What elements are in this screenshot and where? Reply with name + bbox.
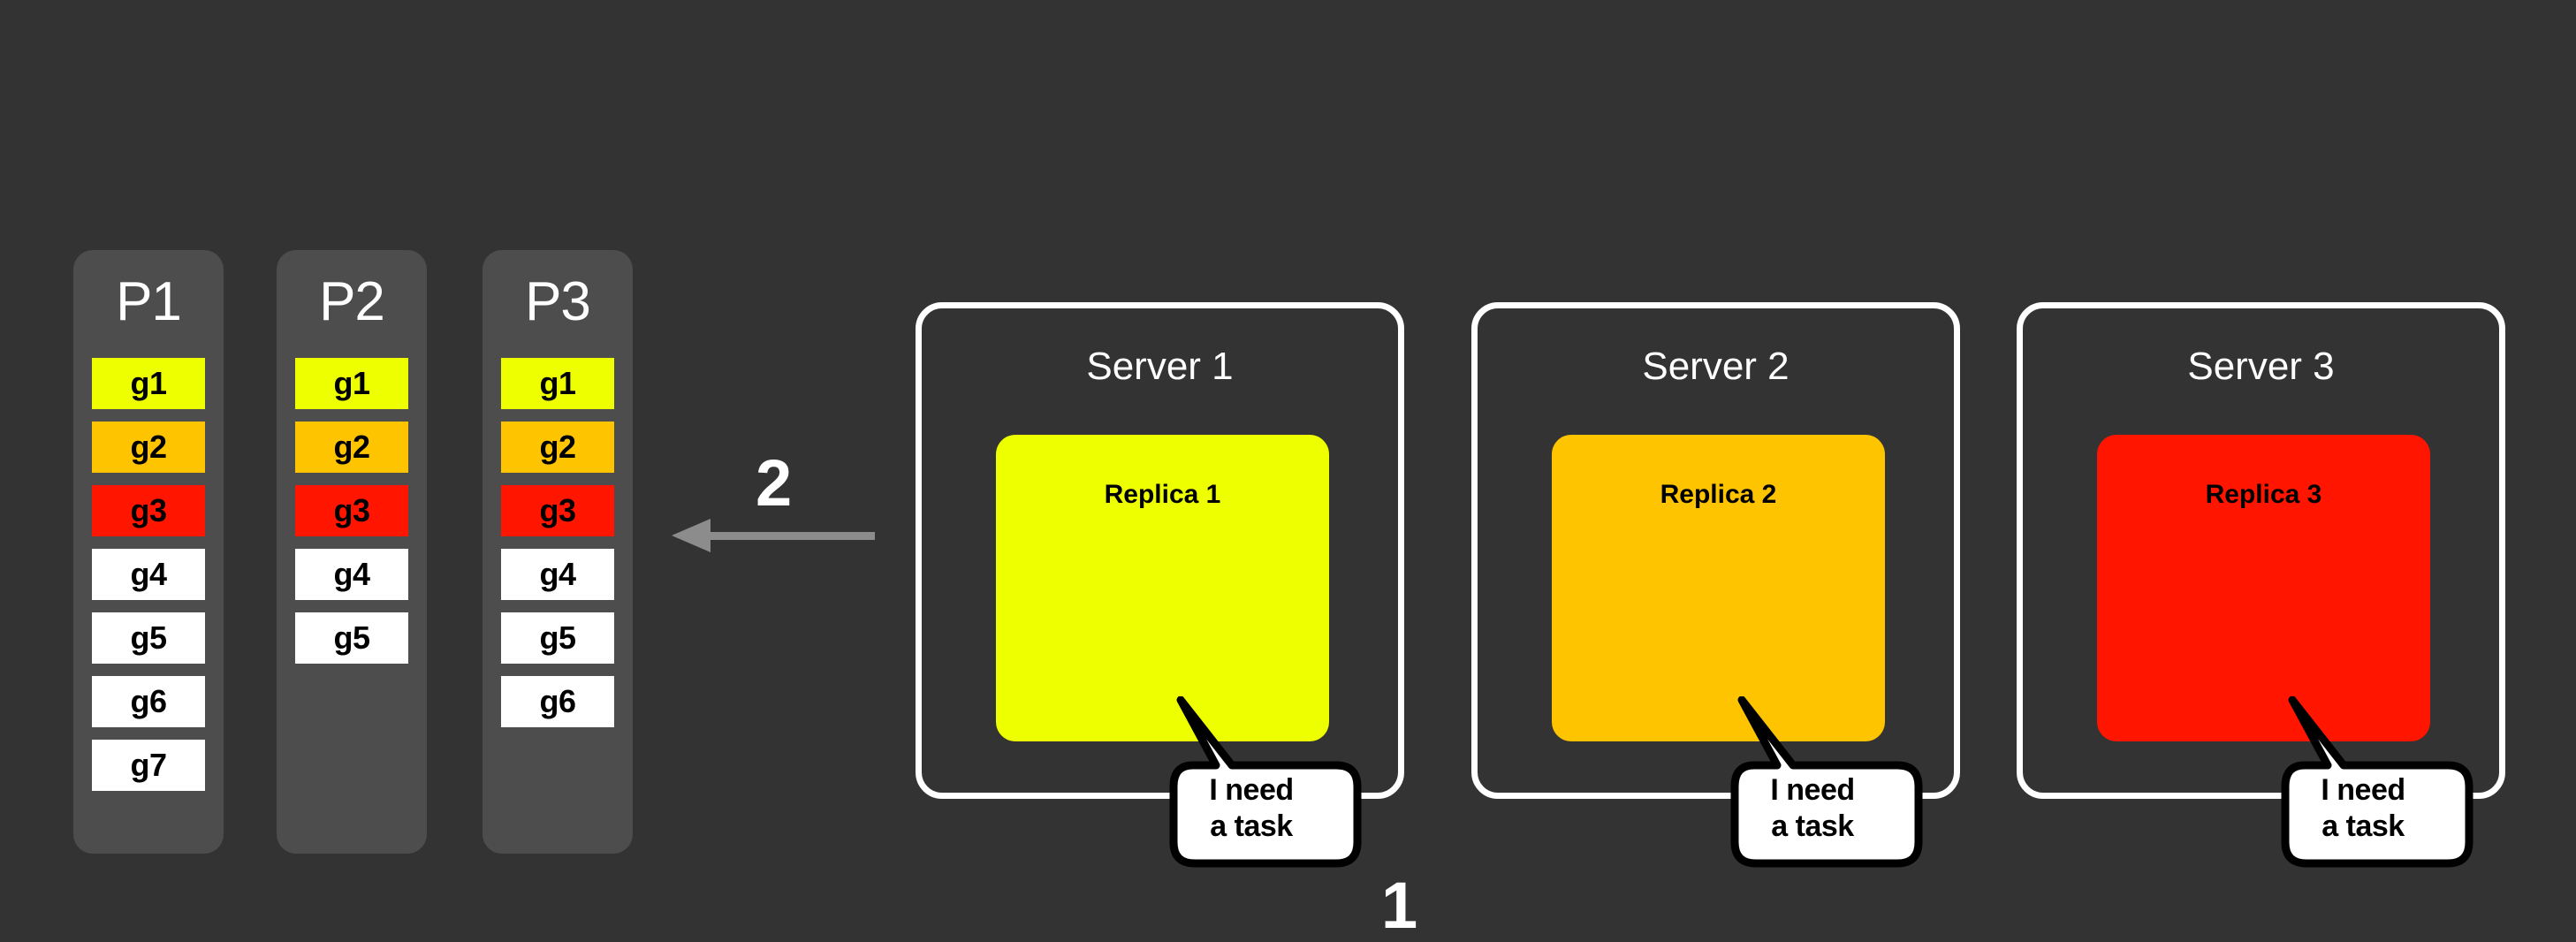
- partition-p3: P3 g1 g2 g3 g4 g5 g6: [483, 250, 633, 854]
- partition-slot: g3: [295, 485, 408, 536]
- speech-bubble-server-2: I need a task: [1701, 696, 1924, 873]
- speech-bubble-shape-icon: [1730, 696, 1923, 868]
- partition-p1-title: P1: [116, 271, 182, 332]
- partition-p1: P1 g1 g2 g3 g4 g5 g6 g7: [73, 250, 224, 854]
- server-1-title: Server 1: [1086, 345, 1234, 388]
- speech-bubble-server-3: I need a task: [2252, 696, 2474, 873]
- partition-slot: g3: [501, 485, 614, 536]
- partition-slot: g1: [501, 358, 614, 409]
- partition-slot: g4: [295, 549, 408, 600]
- replica-3-label: Replica 3: [2205, 480, 2322, 509]
- partition-slot: g4: [92, 549, 205, 600]
- replica-3-box: Replica 3: [2097, 435, 2430, 741]
- partition-p2: P2 g1 g2 g3 g4 g5: [277, 250, 427, 854]
- partition-slot: g1: [295, 358, 408, 409]
- partition-slot: g2: [295, 422, 408, 473]
- server-2-title: Server 2: [1642, 345, 1790, 388]
- partition-p3-slots: g1 g2 g3 g4 g5 g6: [501, 358, 614, 740]
- arrow-head-icon: [672, 519, 710, 552]
- step-1-label: 1: [1381, 869, 1418, 942]
- assignment-arrow: [672, 519, 875, 552]
- partition-slot: g6: [92, 676, 205, 727]
- partition-slot: g7: [92, 740, 205, 791]
- partition-p1-slots: g1 g2 g3 g4 g5 g6 g7: [92, 358, 205, 803]
- partition-p2-slots: g1 g2 g3 g4 g5: [295, 358, 408, 676]
- partition-p3-title: P3: [525, 271, 591, 332]
- partition-slot: g6: [501, 676, 614, 727]
- partition-slot: g4: [501, 549, 614, 600]
- server-3-box: Server 3 Replica 3: [2017, 302, 2505, 799]
- partition-p2-title: P2: [319, 271, 385, 332]
- replica-1-label: Replica 1: [1104, 480, 1221, 509]
- replica-2-label: Replica 2: [1660, 480, 1777, 509]
- partition-slot: g1: [92, 358, 205, 409]
- partition-slot: g2: [92, 422, 205, 473]
- arrow-line: [705, 532, 875, 540]
- replica-2-box: Replica 2: [1552, 435, 1885, 741]
- speech-bubble-server-1: I need a task: [1140, 696, 1363, 873]
- speech-bubble-shape-icon: [2281, 696, 2473, 868]
- partition-slot: g5: [92, 612, 205, 664]
- server-2-box: Server 2 Replica 2: [1471, 302, 1960, 799]
- speech-bubble-shape-icon: [1169, 696, 1362, 868]
- partition-slot: g5: [501, 612, 614, 664]
- partition-slot: g2: [501, 422, 614, 473]
- replica-1-box: Replica 1: [996, 435, 1329, 741]
- server-3-title: Server 3: [2187, 345, 2335, 388]
- partition-slot: g5: [295, 612, 408, 664]
- speech-bubble-text: I need a task: [1770, 773, 1855, 844]
- server-1-box: Server 1 Replica 1: [916, 302, 1404, 799]
- step-2-label: 2: [756, 446, 793, 520]
- speech-bubble-text: I need a task: [1209, 773, 1294, 844]
- speech-bubble-text: I need a task: [2321, 773, 2405, 844]
- partition-slot: g3: [92, 485, 205, 536]
